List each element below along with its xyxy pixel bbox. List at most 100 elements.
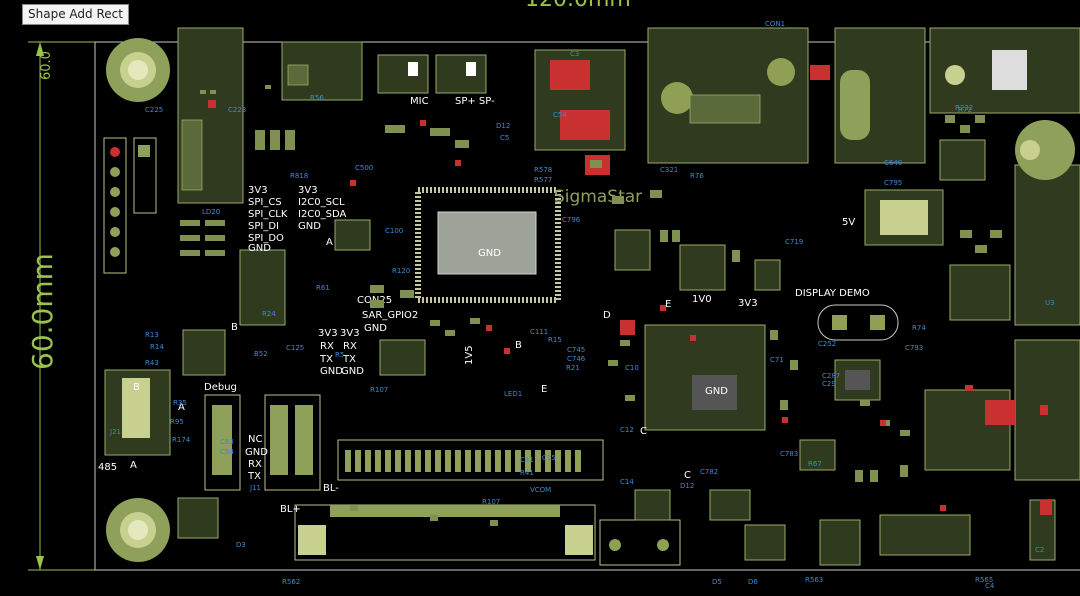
svg-text:C: C bbox=[640, 426, 647, 437]
svg-text:TX: TX bbox=[319, 354, 333, 365]
svg-text:D5: D5 bbox=[712, 578, 722, 586]
svg-text:C125: C125 bbox=[286, 344, 304, 352]
svg-text:C3: C3 bbox=[570, 50, 579, 58]
board-outline bbox=[94, 41, 1080, 571]
svg-text:C2: C2 bbox=[1035, 546, 1044, 554]
dimension-height-label: 60.0mm bbox=[26, 253, 59, 370]
svg-text:R74: R74 bbox=[912, 324, 926, 332]
refdes-labels: C3 C5 C321 R76 C719 C795 C640 C223 C500 … bbox=[109, 50, 1055, 590]
svg-text:C225: C225 bbox=[145, 106, 163, 114]
svg-text:1V5: 1V5 bbox=[464, 345, 475, 365]
svg-text:LED1: LED1 bbox=[504, 390, 522, 398]
pin-row-middle bbox=[337, 439, 604, 481]
silk-spi-block: 3V3 SPI_CS SPI_CLK SPI_DI SPI_DO GND bbox=[248, 185, 288, 254]
svg-text:BL-: BL- bbox=[323, 483, 339, 494]
svg-text:RX: RX bbox=[343, 341, 357, 352]
svg-text:R577: R577 bbox=[534, 176, 552, 184]
inductor-center: 5V bbox=[842, 189, 944, 246]
svg-text:U3: U3 bbox=[1045, 299, 1055, 307]
crystal-display-demo bbox=[817, 304, 899, 341]
svg-text:C100: C100 bbox=[385, 227, 403, 235]
svg-text:B: B bbox=[515, 340, 522, 351]
svg-text:R14: R14 bbox=[150, 343, 164, 351]
svg-text:D3: D3 bbox=[236, 541, 246, 549]
dimension-top-tick: 60.0 bbox=[39, 51, 54, 80]
dimension-left: 60.0mm 60.0 bbox=[26, 41, 95, 571]
svg-text:GND: GND bbox=[245, 447, 268, 458]
svg-text:GND: GND bbox=[341, 366, 364, 377]
header-left-2 bbox=[133, 137, 157, 214]
svg-text:GND: GND bbox=[705, 386, 728, 397]
small-components bbox=[177, 65, 1056, 566]
svg-text:SPI_DO: SPI_DO bbox=[248, 233, 284, 244]
svg-text:GND: GND bbox=[298, 221, 321, 232]
svg-text:C84: C84 bbox=[220, 448, 234, 456]
silk-misc: A A B A B B D E E C C 1V5 1V0 3V3 BL- BL… bbox=[130, 237, 758, 515]
svg-text:I2C0_SDA: I2C0_SDA bbox=[298, 209, 347, 220]
svg-text:D12: D12 bbox=[496, 122, 510, 130]
svg-text:C14: C14 bbox=[620, 478, 634, 486]
svg-text:VCOM: VCOM bbox=[530, 486, 551, 494]
svg-text:C793: C793 bbox=[905, 344, 923, 352]
svg-text:BL+: BL+ bbox=[280, 504, 301, 515]
soc-chip: GND bbox=[415, 187, 561, 303]
svg-text:RX: RX bbox=[320, 341, 334, 352]
svg-text:GND: GND bbox=[320, 366, 343, 377]
svg-text:R21: R21 bbox=[566, 364, 580, 372]
svg-text:C795: C795 bbox=[884, 179, 902, 187]
svg-text:C321: C321 bbox=[660, 166, 678, 174]
svg-text:R562: R562 bbox=[282, 578, 300, 586]
svg-text:R107: R107 bbox=[370, 386, 388, 394]
svg-text:R41: R41 bbox=[520, 469, 534, 477]
svg-text:B: B bbox=[133, 382, 140, 393]
connector-db9: CON1 bbox=[647, 20, 809, 164]
dimension-top-label: 120.0mm bbox=[525, 0, 631, 12]
svg-text:J11: J11 bbox=[249, 484, 261, 492]
svg-text:A: A bbox=[130, 460, 137, 471]
pmic-center: GND bbox=[644, 324, 766, 431]
svg-text:1V0: 1V0 bbox=[692, 294, 712, 305]
svg-text:C252: C252 bbox=[818, 340, 836, 348]
header-left-1 bbox=[103, 137, 127, 274]
svg-text:R578: R578 bbox=[534, 166, 552, 174]
svg-text:SPI_CLK: SPI_CLK bbox=[248, 209, 288, 220]
ic-right bbox=[834, 359, 881, 401]
module-right-top: R232 bbox=[929, 27, 1080, 114]
svg-text:B52: B52 bbox=[254, 350, 268, 358]
fpc-connector bbox=[294, 504, 596, 561]
svg-text:C783: C783 bbox=[780, 450, 798, 458]
svg-text:R107: R107 bbox=[482, 498, 500, 506]
svg-text:C746: C746 bbox=[567, 355, 586, 363]
svg-text:3V3: 3V3 bbox=[738, 298, 758, 309]
svg-text:SPI_DI: SPI_DI bbox=[248, 221, 279, 232]
svg-text:C5: C5 bbox=[500, 134, 509, 142]
svg-text:C29: C29 bbox=[822, 380, 836, 388]
svg-text:C796: C796 bbox=[562, 216, 581, 224]
label-485: 485 bbox=[98, 462, 117, 473]
svg-text:A: A bbox=[178, 402, 185, 413]
svg-text:R95: R95 bbox=[170, 418, 184, 426]
label-5v: 5V bbox=[842, 217, 855, 228]
svg-text:C71: C71 bbox=[770, 356, 784, 364]
svg-text:C223: C223 bbox=[228, 106, 246, 114]
header-485: 485 bbox=[98, 369, 171, 473]
svg-text:RX: RX bbox=[248, 459, 262, 470]
silk-uart-c: NC GND RX TX bbox=[245, 434, 268, 482]
silk-uart-b: 3V3 RX TX GND bbox=[340, 328, 364, 377]
svg-text:C83: C83 bbox=[220, 438, 234, 446]
svg-text:TX: TX bbox=[247, 471, 261, 482]
svg-text:R72: R72 bbox=[958, 106, 972, 114]
svg-text:R13: R13 bbox=[145, 331, 159, 339]
svg-text:C719: C719 bbox=[785, 238, 803, 246]
mount-hole-bl bbox=[106, 498, 170, 562]
svg-text:R35: R35 bbox=[173, 399, 187, 407]
svg-text:C10: C10 bbox=[625, 364, 639, 372]
svg-text:TX: TX bbox=[342, 354, 356, 365]
svg-text:R563: R563 bbox=[805, 576, 823, 584]
svg-text:SPI_CS: SPI_CS bbox=[248, 197, 282, 208]
debug-header: Debug bbox=[204, 382, 321, 491]
tooltip: Shape Add Rect bbox=[22, 4, 129, 25]
svg-text:C500: C500 bbox=[355, 164, 373, 172]
